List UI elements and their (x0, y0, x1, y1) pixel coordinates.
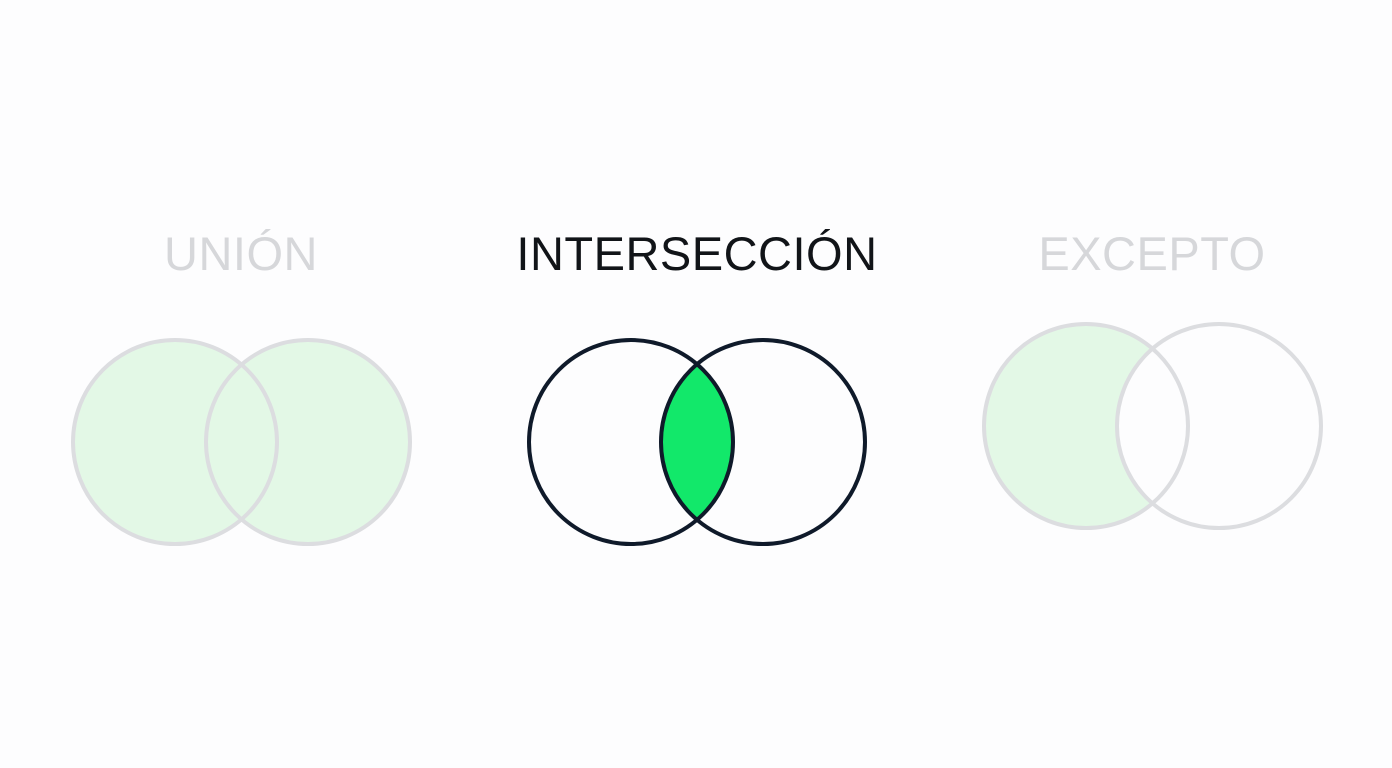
union-circle-left (71, 338, 279, 546)
union-fill-right (206, 340, 410, 544)
union-circle-right (204, 338, 412, 546)
intersection-circle-left (527, 338, 735, 546)
except-label: EXCEPTO (1038, 227, 1266, 280)
intersection-label: INTERSECCIÓN (516, 227, 878, 280)
except-venn (982, 322, 1323, 530)
union-venn (71, 338, 412, 546)
intersection-venn (527, 338, 867, 546)
intersection-circle-right (659, 338, 867, 546)
intersection-fill-lens (661, 340, 733, 544)
except-circle-right (1115, 322, 1323, 530)
union-label: UNIÓN (164, 227, 318, 280)
except-circle-left (982, 322, 1190, 530)
except-fill-left-only (984, 324, 1188, 528)
